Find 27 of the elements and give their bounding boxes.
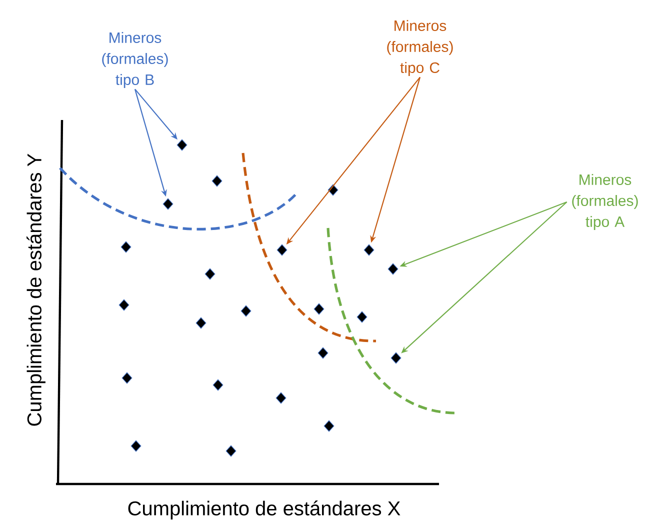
axis-label: Cumplimiento de estándares X [128, 500, 400, 520]
data-point [276, 392, 286, 404]
data-point [318, 347, 328, 359]
data-point [130, 440, 142, 452]
data-point [324, 420, 334, 432]
data-point [118, 299, 130, 311]
data-point [212, 175, 222, 187]
data-point [212, 379, 224, 391]
data-point [120, 241, 132, 253]
data-point [276, 244, 288, 256]
data-point [176, 139, 188, 151]
data-point [356, 311, 368, 323]
data-point [204, 268, 216, 280]
group-label: Mineros (formales) tipo A [572, 174, 638, 230]
data-point [122, 372, 132, 384]
data-point [388, 263, 398, 275]
data-point [390, 352, 402, 364]
data-point [364, 244, 374, 256]
group-label: Mineros (formales) tipo C [387, 20, 453, 76]
group-label: Mineros (formales) tipo B [102, 32, 168, 88]
data-point [196, 317, 206, 329]
data-point [240, 305, 252, 317]
data-point [162, 198, 174, 210]
data-point [328, 184, 338, 196]
data-point [226, 445, 236, 457]
axis-label: Cumplimiento de estándares Y [26, 154, 46, 426]
data-point [314, 303, 324, 315]
